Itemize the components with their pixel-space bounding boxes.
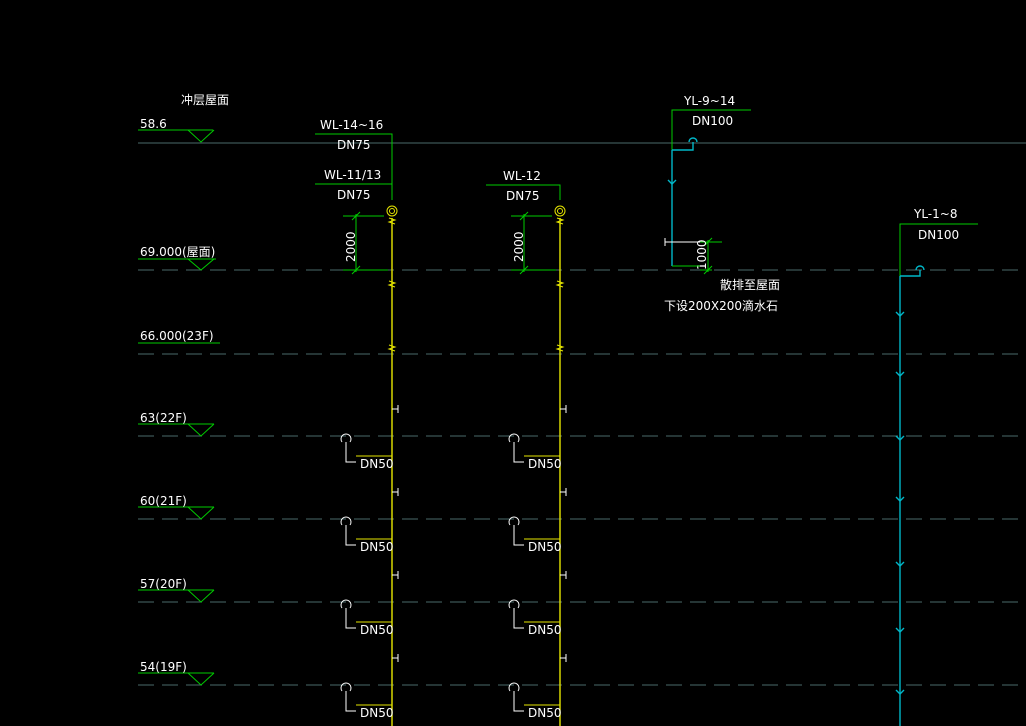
vent-height-dim-mid: 2000	[512, 231, 526, 262]
riser-size-wl-11-13: DN75	[337, 188, 371, 202]
level-lines	[138, 142, 1026, 686]
riser-tag-wl-11-13: WL-11/13	[324, 168, 381, 182]
floor-branches	[340, 433, 560, 712]
drain-riser-pipes	[391, 218, 561, 726]
riser-tag-wl-14-16: WL-14~16	[320, 118, 383, 132]
branch-22f-a	[340, 433, 356, 463]
level-label-69: 69.000(屋面)	[140, 245, 215, 259]
vent-cap-icon	[554, 205, 566, 217]
branch-size-22f-b: DN50	[528, 457, 562, 471]
branch-21f-a	[340, 516, 356, 546]
riser-tag-wl-12: WL-12	[503, 169, 541, 183]
branch-21f-b	[508, 516, 524, 546]
branch-22f-b	[508, 433, 524, 463]
expansion-joint-icons	[387, 217, 565, 352]
splash-stone-note: 下设200X200滴水石	[664, 298, 778, 313]
riser-size-wl-14-16: DN75	[337, 138, 371, 152]
outlet-height-dim: 1000	[695, 239, 709, 270]
branch-size-19f-a: DN50	[360, 706, 394, 720]
vent-height-dim-left: 2000	[344, 231, 358, 262]
riser-tag-yl-9-14: YL-9~14	[683, 94, 735, 108]
level-label-60: 60(21F)	[140, 494, 187, 508]
branch-size-22f-a: DN50	[360, 457, 394, 471]
elevation-markers	[138, 129, 220, 686]
riser-tag-leaders	[315, 109, 978, 276]
riser-size-wl-12: DN75	[506, 189, 540, 203]
vent-cap-icons	[386, 205, 566, 217]
level-label-63: 63(22F)	[140, 411, 187, 425]
level-label-58: 58.6	[140, 117, 167, 131]
discharge-note: 散排至屋面	[720, 277, 780, 292]
vent-dimension-lines	[343, 211, 722, 275]
level-caption-roof: 冲层屋面	[181, 92, 229, 107]
rain-outlet-yl-9-14	[664, 238, 700, 246]
riser-tag-yl-1-8: YL-1~8	[913, 207, 957, 221]
branch-size-20f-b: DN50	[528, 623, 562, 637]
branch-19f-a	[340, 682, 356, 712]
cleanout-icons	[392, 405, 567, 662]
level-label-66: 66.000(23F)	[140, 329, 214, 343]
branch-20f-a	[340, 599, 356, 629]
branch-size-19f-b: DN50	[528, 706, 562, 720]
rain-riser-yl-1-8	[895, 265, 925, 726]
level-label-54: 54(19F)	[140, 660, 187, 674]
rain-riser-yl-9-14	[667, 137, 698, 266]
branch-size-21f-b: DN50	[528, 540, 562, 554]
riser-size-yl-9-14: DN100	[692, 114, 733, 128]
riser-size-yl-1-8: DN100	[918, 228, 959, 242]
level-label-57: 57(20F)	[140, 577, 187, 591]
branch-size-20f-a: DN50	[360, 623, 394, 637]
vent-cap-icon	[386, 205, 398, 217]
branch-20f-b	[508, 599, 524, 629]
branch-size-21f-a: DN50	[360, 540, 394, 554]
branch-19f-b	[508, 682, 524, 712]
